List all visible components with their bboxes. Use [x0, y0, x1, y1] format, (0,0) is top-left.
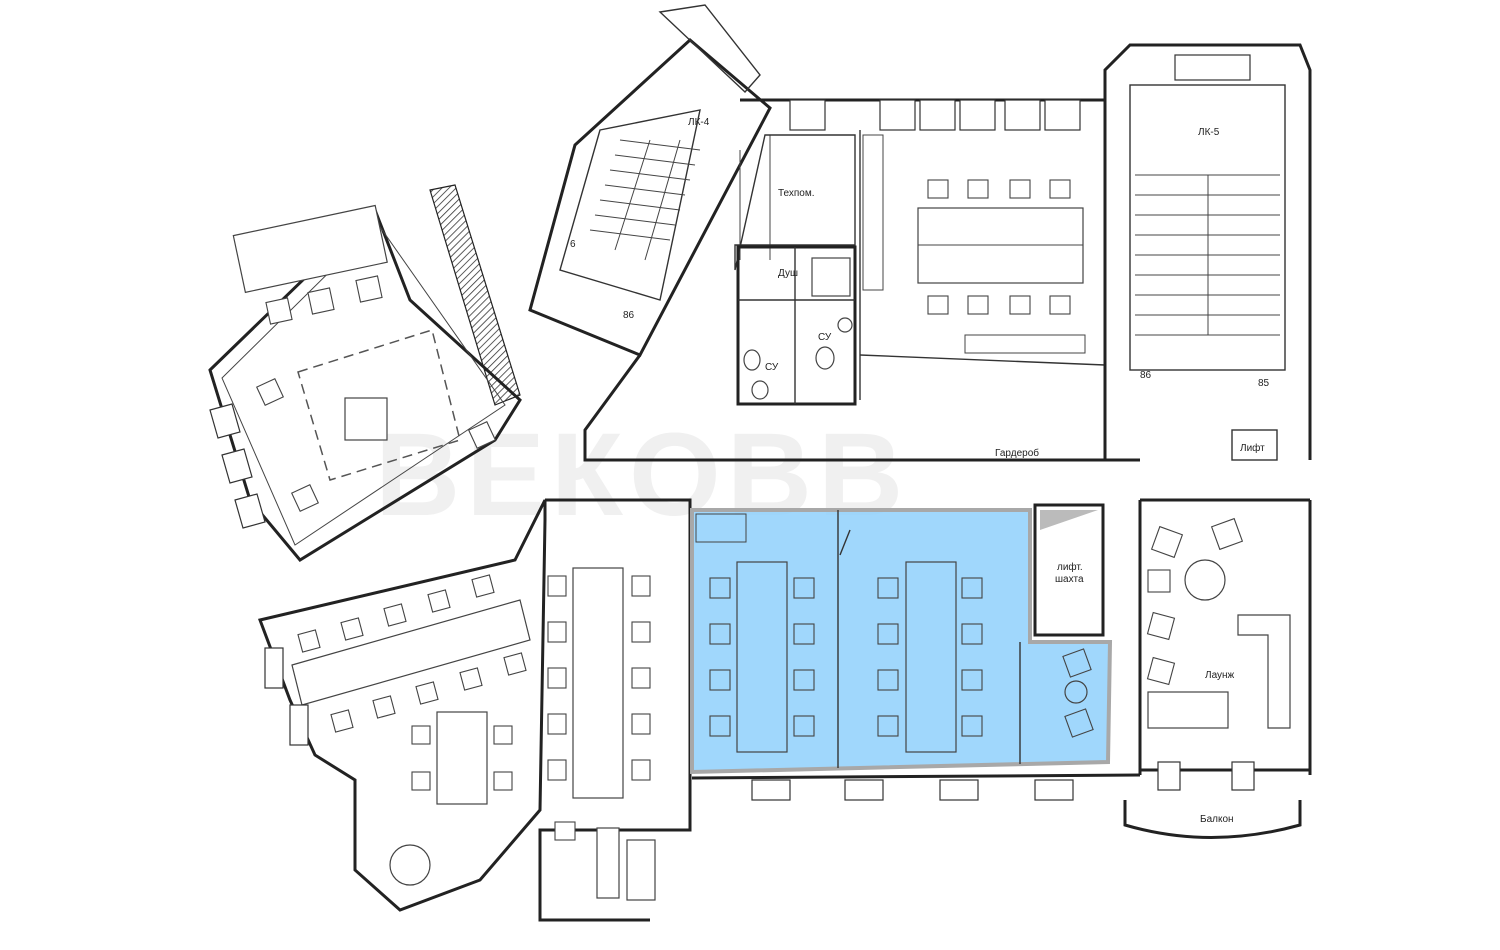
tech-and-wc: Техпом. Душ СУ СУ — [734, 134, 857, 406]
top-meeting-room: Гардероб — [862, 134, 1086, 459]
room-label-lift-shaft-2: шахта — [1055, 574, 1084, 585]
mark-85: 85 — [1258, 378, 1270, 389]
room-label-stair5: ЛК-5 — [1198, 127, 1220, 138]
lift-shaft: лифт. шахта — [1033, 503, 1105, 637]
room-label-wc-left: СУ — [765, 362, 779, 373]
sw-open-space — [257, 498, 692, 922]
room-label-balcony: Балкон — [1200, 814, 1234, 825]
room-label-lounge: Лаунж — [1205, 670, 1235, 681]
room-label-wardrobe: Гардероб — [995, 447, 1039, 459]
room-label-stair4: ЛК-4 — [688, 117, 710, 128]
room-label-lift-shaft-1: лифт. — [1057, 561, 1083, 573]
highlighted-office-area — [690, 508, 1141, 801]
stair-lk4: ЛК-4 6 86 — [528, 4, 772, 357]
mark-86-left: 86 — [623, 310, 635, 321]
room-label-wc-right: СУ — [818, 332, 832, 343]
room-label-lift: Лифт — [1240, 442, 1265, 454]
room-label-shower: Душ — [778, 268, 798, 279]
mark-6: 6 — [570, 239, 576, 250]
room-label-tech: Техпом. — [778, 188, 815, 199]
lounge: Лаунж Балкон — [1123, 498, 1312, 839]
nw-meeting-room — [208, 184, 522, 562]
mark-86-right: 86 — [1140, 370, 1152, 381]
stair-lk5: ЛК-5 86 85 Лифт — [1103, 43, 1312, 461]
